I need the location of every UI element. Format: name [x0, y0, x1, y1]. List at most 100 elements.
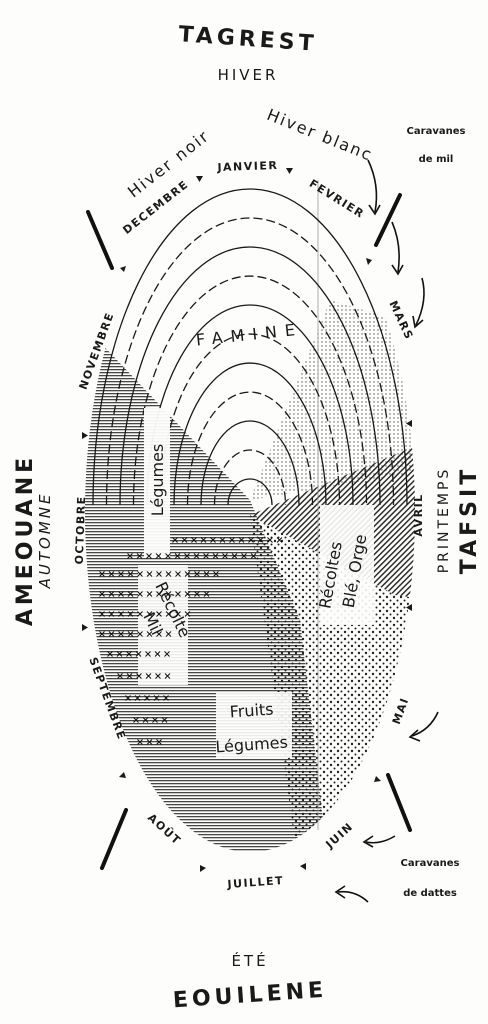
- famine-arc: [186, 391, 314, 506]
- x-mark: [145, 651, 151, 657]
- fruits-label: Fruits: [229, 700, 274, 722]
- x-mark: [174, 553, 181, 559]
- month-juin: JUIN: [323, 820, 356, 852]
- x-mark: [257, 537, 264, 543]
- label-bg-fruits: [216, 692, 292, 758]
- separator-triangle: [196, 176, 203, 182]
- x-mark: [231, 553, 238, 559]
- x-mark: [161, 717, 168, 723]
- x-mark: [99, 591, 105, 597]
- famine-arc: [173, 362, 327, 506]
- separator-triangle: [82, 432, 88, 439]
- arrow-millet-1: [367, 159, 378, 213]
- separator-triangle: [406, 604, 412, 611]
- x-mark: [127, 553, 133, 559]
- x-mark: [134, 695, 141, 701]
- separator-triangle: [406, 420, 412, 427]
- x-mark: [212, 553, 219, 559]
- x-mark: [156, 631, 162, 637]
- arrow-head: [391, 264, 404, 276]
- arrow-head: [334, 885, 346, 899]
- spring-name: TAFSIT: [457, 466, 482, 574]
- zone-dots-fine: [250, 300, 415, 500]
- x-mark: [127, 631, 134, 637]
- x-mark: [118, 571, 124, 577]
- x-mark: [153, 695, 160, 701]
- famine-arc: [200, 420, 300, 506]
- x-mark: [137, 591, 143, 597]
- x-mark: [137, 571, 143, 577]
- x-mark: [146, 739, 153, 745]
- x-mark: [118, 631, 124, 637]
- x-mark: [267, 537, 273, 543]
- summer-name: EOUILENE: [172, 978, 328, 1014]
- x-mark: [137, 739, 143, 745]
- x-mark: [136, 553, 143, 559]
- famine-arc: [213, 449, 287, 506]
- x-mark: [175, 611, 181, 617]
- x-mark: [155, 553, 162, 559]
- x-mark: [203, 591, 210, 597]
- arrow-dates-3: [337, 890, 369, 903]
- arrow-head: [362, 835, 374, 848]
- x-mark: [146, 631, 153, 637]
- x-mark: [165, 611, 172, 617]
- winter-label: HIVER: [218, 66, 279, 84]
- x-mark: [146, 553, 152, 559]
- month-mai: MAI: [390, 695, 412, 726]
- x-mark: [165, 571, 172, 577]
- arrow-millet-2: [391, 221, 400, 273]
- label-bg-wheat: [320, 505, 374, 625]
- famine-arc: [105, 217, 395, 506]
- arrow-head: [412, 315, 424, 329]
- millet-x-marks: [99, 537, 283, 745]
- month-separators: [82, 168, 412, 872]
- famine-arc: [132, 275, 368, 506]
- x-mark: [127, 611, 134, 617]
- arrow-head: [408, 729, 421, 742]
- x-mark: [146, 591, 153, 597]
- x-mark: [210, 537, 216, 543]
- x-mark: [175, 571, 181, 577]
- x-mark: [163, 695, 169, 701]
- x-mark: [127, 571, 134, 577]
- x-mark: [117, 673, 123, 679]
- x-mark: [184, 553, 190, 559]
- caravan-arrows: [334, 159, 439, 903]
- x-mark: [99, 611, 105, 617]
- x-mark: [164, 673, 171, 679]
- x-mark: [172, 537, 178, 543]
- x-mark: [137, 611, 143, 617]
- x-mark: [137, 631, 143, 637]
- x-mark: [203, 553, 209, 559]
- separator-triangle: [82, 624, 88, 631]
- autumn-label: AUTOMNE: [36, 492, 54, 590]
- x-mark: [108, 591, 115, 597]
- x-mark: [175, 591, 181, 597]
- shaded-zones: [85, 300, 415, 852]
- x-mark: [156, 739, 162, 745]
- boundary-winter-right: [374, 193, 402, 247]
- month-janvier: JANVIER: [216, 159, 278, 174]
- separator-triangle: [120, 266, 126, 272]
- x-mark: [127, 591, 134, 597]
- label-bg-vegetables-left: [144, 408, 170, 558]
- month-juillet: JUILLET: [226, 874, 284, 891]
- x-mark: [222, 553, 228, 559]
- season-boundaries: [86, 193, 412, 870]
- famine-arcs: [92, 188, 408, 506]
- x-mark: [126, 651, 132, 657]
- x-mark: [126, 673, 133, 679]
- x-mark: [133, 717, 139, 723]
- arrow-dates-2: [365, 835, 396, 844]
- famine-arc: [227, 478, 273, 506]
- label-bg-millet: [138, 565, 188, 685]
- x-mark: [116, 651, 123, 657]
- x-mark: [193, 553, 200, 559]
- month-fevrier: FEVRIER: [307, 177, 367, 221]
- vegetables-left-label: Légumes: [148, 444, 167, 517]
- x-mark: [99, 571, 105, 577]
- x-mark: [165, 631, 172, 637]
- boundary-winter-left: [86, 210, 114, 270]
